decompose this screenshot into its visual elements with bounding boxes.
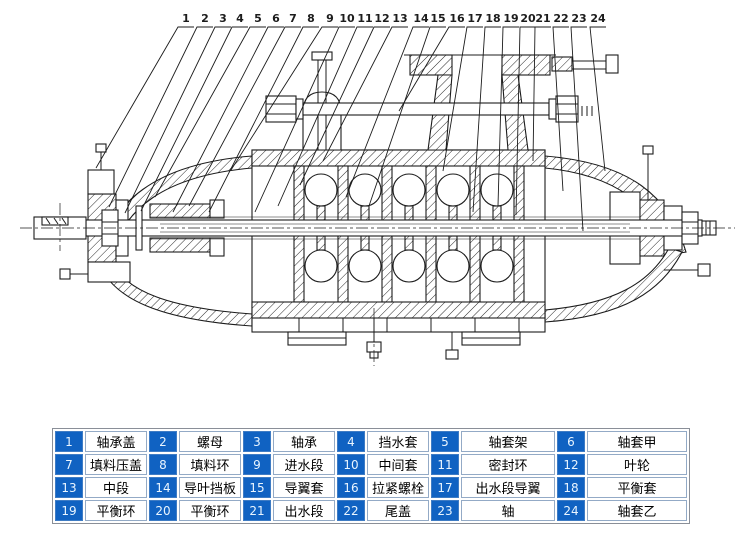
callout-number: 11	[357, 12, 372, 25]
parts-table-row: 19 平衡环 20 平衡环 21 出水段 22 尾盖 23 轴 24 轴套乙	[55, 500, 687, 521]
callout-number: 13	[392, 12, 407, 25]
callout-number: 12	[374, 12, 389, 25]
part-name-cell: 填料压盖	[85, 454, 147, 475]
part-number-cell: 12	[557, 454, 585, 475]
callout-number: 9	[326, 12, 334, 25]
shaft	[20, 203, 735, 251]
part-name-cell: 进水段	[273, 454, 335, 475]
part-name-cell: 螺母	[179, 431, 241, 452]
part-number-cell: 21	[243, 500, 271, 521]
part-name-cell: 出水段	[273, 500, 335, 521]
part-name-cell: 中段	[85, 477, 147, 498]
part-number-cell: 6	[557, 431, 585, 452]
part-number-cell: 17	[431, 477, 459, 498]
callout-number: 16	[449, 12, 465, 25]
part-number-cell: 13	[55, 477, 83, 498]
callout-number: 10	[339, 12, 355, 25]
tie-bolt	[265, 95, 593, 123]
callout-number: 14	[413, 12, 429, 25]
callout-number: 4	[236, 12, 244, 25]
part-number-cell: 5	[431, 431, 459, 452]
bearing-housing-left	[59, 143, 131, 283]
part-number-cell: 1	[55, 431, 83, 452]
part-number-cell: 2	[149, 431, 177, 452]
part-name-cell: 拉紧螺栓	[367, 477, 429, 498]
callout-number: 17	[467, 12, 482, 25]
part-number-cell: 15	[243, 477, 271, 498]
part-name-cell: 填料环	[179, 454, 241, 475]
callout-number: 15	[430, 12, 445, 25]
part-name-cell: 密封环	[461, 454, 555, 475]
part-number-cell: 11	[431, 454, 459, 475]
part-number-cell: 23	[431, 500, 459, 521]
part-number-cell: 8	[149, 454, 177, 475]
part-number-cell: 22	[337, 500, 365, 521]
part-number-cell: 10	[337, 454, 365, 475]
part-name-cell: 轴套甲	[587, 431, 687, 452]
part-name-cell: 轴承	[273, 431, 335, 452]
part-name-cell: 轴套乙	[587, 500, 687, 521]
part-number-cell: 18	[557, 477, 585, 498]
part-name-cell: 平衡环	[85, 500, 147, 521]
part-name-cell: 挡水套	[367, 431, 429, 452]
callout-numbers: 1 2 3 4 5 6 7 8 9 10 11 12 13 14 15 16 1…	[182, 12, 606, 25]
callout-number: 23	[571, 12, 586, 25]
callout-number: 5	[254, 12, 262, 25]
part-name-cell: 轴套架	[461, 431, 555, 452]
part-name-cell: 轴	[461, 500, 555, 521]
callout-number: 24	[590, 12, 606, 25]
callout-number: 21	[535, 12, 550, 25]
pump-body	[59, 51, 711, 366]
part-name-cell: 导叶挡板	[179, 477, 241, 498]
callout-number: 2	[201, 12, 209, 25]
part-name-cell: 轴承盖	[85, 431, 147, 452]
part-name-cell: 平衡套	[587, 477, 687, 498]
part-number-cell: 24	[557, 500, 585, 521]
bearing-housing-right	[609, 145, 711, 277]
part-number-cell: 14	[149, 477, 177, 498]
callout-number: 20	[520, 12, 536, 25]
parts-table: 1 轴承盖 2 螺母 3 轴承 4 挡水套 5 轴套架 6 轴套甲 7 填料压盖…	[52, 428, 690, 524]
parts-table-row: 7 填料压盖 8 填料环 9 进水段 10 中间套 11 密封环 12 叶轮	[55, 454, 687, 475]
part-number-cell: 19	[55, 500, 83, 521]
pump-cross-section-diagram: 1 2 3 4 5 6 7 8 9 10 11 12 13 14 15 16 1…	[20, 12, 735, 366]
callout-number: 8	[307, 12, 315, 25]
part-name-cell: 导翼套	[273, 477, 335, 498]
part-number-cell: 20	[149, 500, 177, 521]
pump-feet	[287, 308, 521, 366]
part-name-cell: 尾盖	[367, 500, 429, 521]
callout-number: 7	[289, 12, 297, 25]
packing-gland-left	[149, 199, 225, 257]
bracket-lug	[302, 51, 342, 151]
part-name-cell: 叶轮	[587, 454, 687, 475]
part-number-cell: 7	[55, 454, 83, 475]
callout-number: 18	[485, 12, 500, 25]
part-number-cell: 16	[337, 477, 365, 498]
parts-table-row: 1 轴承盖 2 螺母 3 轴承 4 挡水套 5 轴套架 6 轴套甲	[55, 431, 687, 452]
callout-number: 22	[553, 12, 568, 25]
parts-table-row: 13 中段 14 导叶挡板 15 导翼套 16 拉紧螺栓 17 出水段导翼 18…	[55, 477, 687, 498]
impellers	[304, 173, 514, 283]
part-number-cell: 3	[243, 431, 271, 452]
part-number-cell: 4	[337, 431, 365, 452]
part-number-cell: 9	[243, 454, 271, 475]
part-name-cell: 出水段导翼	[461, 477, 555, 498]
part-name-cell: 中间套	[367, 454, 429, 475]
callout-number: 1	[182, 12, 190, 25]
leader-lines	[95, 26, 606, 232]
callout-number: 19	[503, 12, 518, 25]
callout-number: 3	[219, 12, 227, 25]
callout-number: 6	[272, 12, 280, 25]
part-name-cell: 平衡环	[179, 500, 241, 521]
